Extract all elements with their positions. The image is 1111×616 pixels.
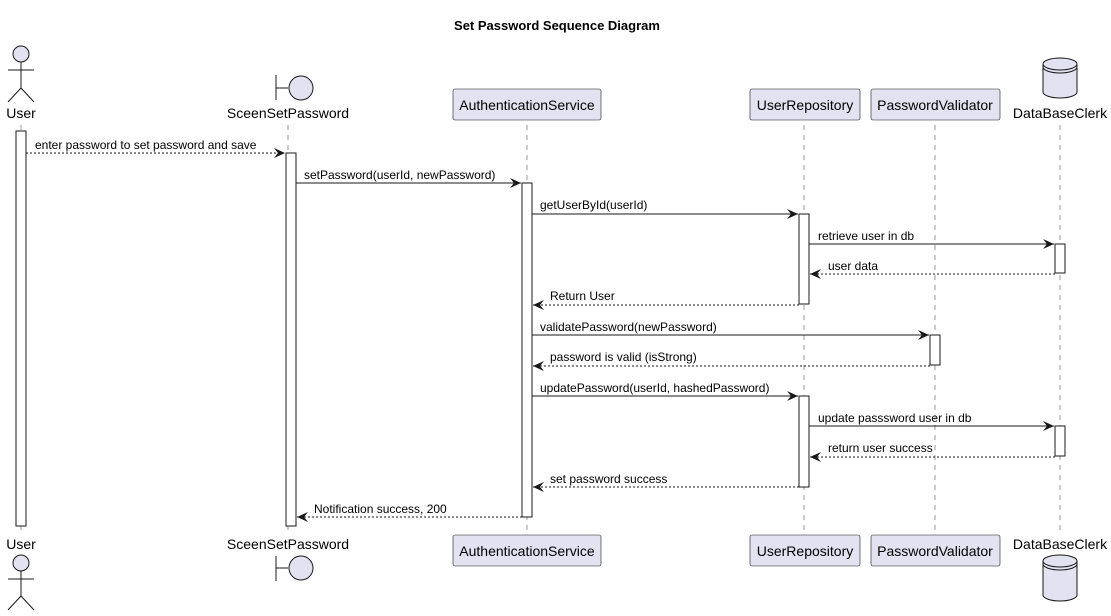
message-label: enter password to set password and save (35, 138, 257, 152)
participant-repo-box-bottom (749, 534, 861, 567)
participant-validator-label-bottom: PasswordValidator (877, 543, 993, 559)
participant-validator-box-top (870, 88, 1001, 121)
activation-auth (521, 182, 533, 518)
message-label: update passsword user in db (818, 411, 972, 425)
activation-bars (15, 130, 1066, 527)
message-label: password is valid (isStrong) (550, 350, 697, 364)
participant-screen-label-top: SceenSetPassword (227, 105, 349, 121)
messages: enter password to set password and save … (26, 138, 1055, 522)
message-label: Notification success, 200 (314, 502, 447, 516)
activation-repo-1 (798, 213, 810, 305)
message-label: getUserById(userId) (540, 198, 647, 212)
activation-screen (285, 152, 297, 527)
message-label: validatePassword(newPassword) (540, 320, 717, 334)
participant-validator-label-top: PasswordValidator (877, 97, 993, 113)
participant-validator-box-bottom (870, 534, 1001, 567)
participant-heads-top: User SceenSetPassword AuthenticationServ… (6, 45, 1108, 121)
activation-repo-2 (798, 395, 810, 488)
participant-repo-label-bottom: UserRepository (757, 543, 853, 559)
message-label: user data (828, 259, 878, 273)
message-label: setPassword(userId, newPassword) (304, 168, 495, 182)
participant-auth-label-top: AuthenticationService (459, 97, 595, 113)
database-db-icon-top (1042, 57, 1078, 99)
boundary-screen-icon-bottom (275, 555, 314, 581)
participant-db-label-bottom: DataBaseClerk (1013, 536, 1108, 552)
activation-db-2 (1054, 425, 1066, 457)
participant-db-label-top: DataBaseClerk (1013, 105, 1108, 121)
boundary-screen-icon-top (275, 75, 314, 101)
actor-user-icon-top (7, 45, 35, 103)
participant-auth-box-top (452, 88, 602, 121)
participant-user-label-bottom: User (6, 536, 36, 552)
message-label: set password success (550, 472, 667, 486)
activation-user (15, 130, 27, 527)
diagram-title: Set Password Sequence Diagram (454, 18, 660, 33)
participant-screen-label-bottom: SceenSetPassword (227, 536, 349, 552)
participant-user-label-top: User (6, 105, 36, 121)
message-label: retrieve user in db (818, 229, 914, 243)
participant-auth-box-bottom (452, 534, 602, 567)
activation-validator (929, 334, 941, 366)
database-db-icon-bottom (1042, 554, 1078, 602)
message-label: return user success (828, 441, 933, 455)
activation-db-1 (1054, 243, 1066, 274)
message-label: Return User (550, 289, 615, 303)
participant-auth-label-bottom: AuthenticationService (459, 543, 595, 559)
participant-heads-bottom: User SceenSetPassword AuthenticationServ… (6, 534, 1108, 611)
participant-repo-label-top: UserRepository (757, 97, 853, 113)
participant-repo-box-top (749, 88, 861, 121)
message-label: updatePassword(userId, hashedPassword) (540, 381, 769, 395)
actor-user-icon-bottom (7, 554, 35, 611)
